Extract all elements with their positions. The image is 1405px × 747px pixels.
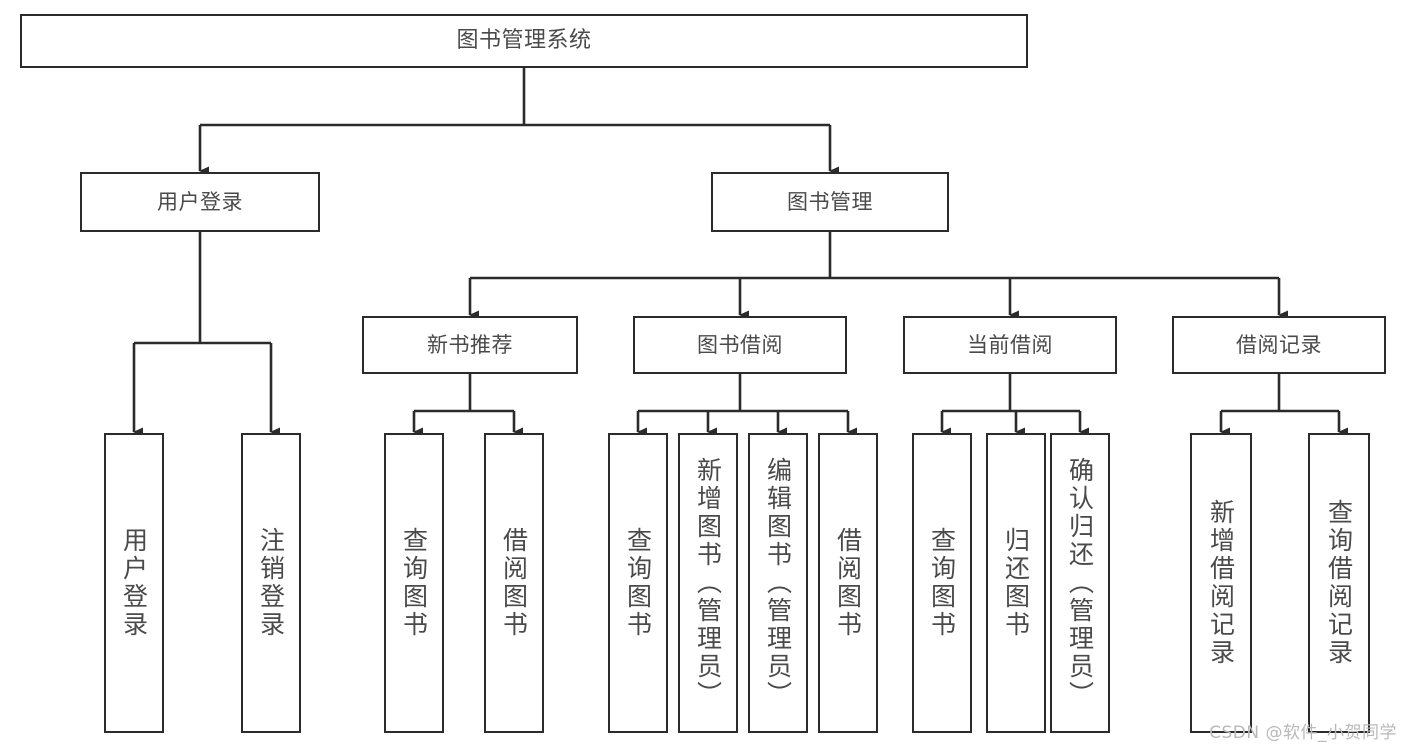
node-branch[interactable]: 图书管理 [711,172,949,232]
node-label: 新增图书（管理员） [693,457,723,709]
node-branch[interactable]: 借阅记录 [1172,316,1386,374]
node-label: 借阅记录 [1236,332,1322,357]
node-leaf[interactable]: 用户登录 [104,433,164,733]
node-branch[interactable]: 新书推荐 [362,316,578,374]
node-leaf[interactable]: 注销登录 [241,433,301,733]
node-branch[interactable]: 图书借阅 [633,316,847,374]
node-leaf[interactable]: 新增借阅记录 [1190,433,1252,733]
node-label: 用户登录 [157,189,243,214]
node-label: 编辑图书（管理员） [763,457,793,709]
node-leaf[interactable]: 编辑图书（管理员） [748,433,808,733]
node-label: 当前借阅 [967,332,1053,357]
node-leaf[interactable]: 归还图书 [986,433,1046,733]
node-label: 图书管理 [787,189,873,214]
node-label: 查询图书 [927,527,957,639]
node-label: 图书借阅 [697,332,783,357]
node-label: 查询图书 [399,527,429,639]
node-leaf[interactable]: 新增图书（管理员） [678,433,738,733]
node-root[interactable]: 图书管理系统 [20,14,1028,68]
node-leaf[interactable]: 查询图书 [912,433,972,733]
node-leaf[interactable]: 借阅图书 [818,433,878,733]
node-leaf[interactable]: 查询图书 [384,433,444,733]
node-label: 注销登录 [256,527,286,639]
node-label: 查询图书 [623,527,653,639]
node-label: 图书管理系统 [456,28,592,54]
node-label: 确认归还（管理员） [1065,457,1095,709]
node-label: 新增借阅记录 [1206,499,1236,667]
node-leaf[interactable]: 查询借阅记录 [1308,433,1370,733]
node-branch[interactable]: 当前借阅 [903,316,1117,374]
node-branch[interactable]: 用户登录 [80,172,320,232]
node-leaf[interactable]: 查询图书 [608,433,668,733]
node-label: 查询借阅记录 [1324,499,1354,667]
node-label: 借阅图书 [499,527,529,639]
node-label: 归还图书 [1001,527,1031,639]
node-leaf[interactable]: 借阅图书 [484,433,544,733]
node-label: 新书推荐 [427,332,513,357]
node-leaf[interactable]: 确认归还（管理员） [1050,433,1110,733]
node-label: 借阅图书 [833,527,863,639]
node-label: 用户登录 [119,527,149,639]
